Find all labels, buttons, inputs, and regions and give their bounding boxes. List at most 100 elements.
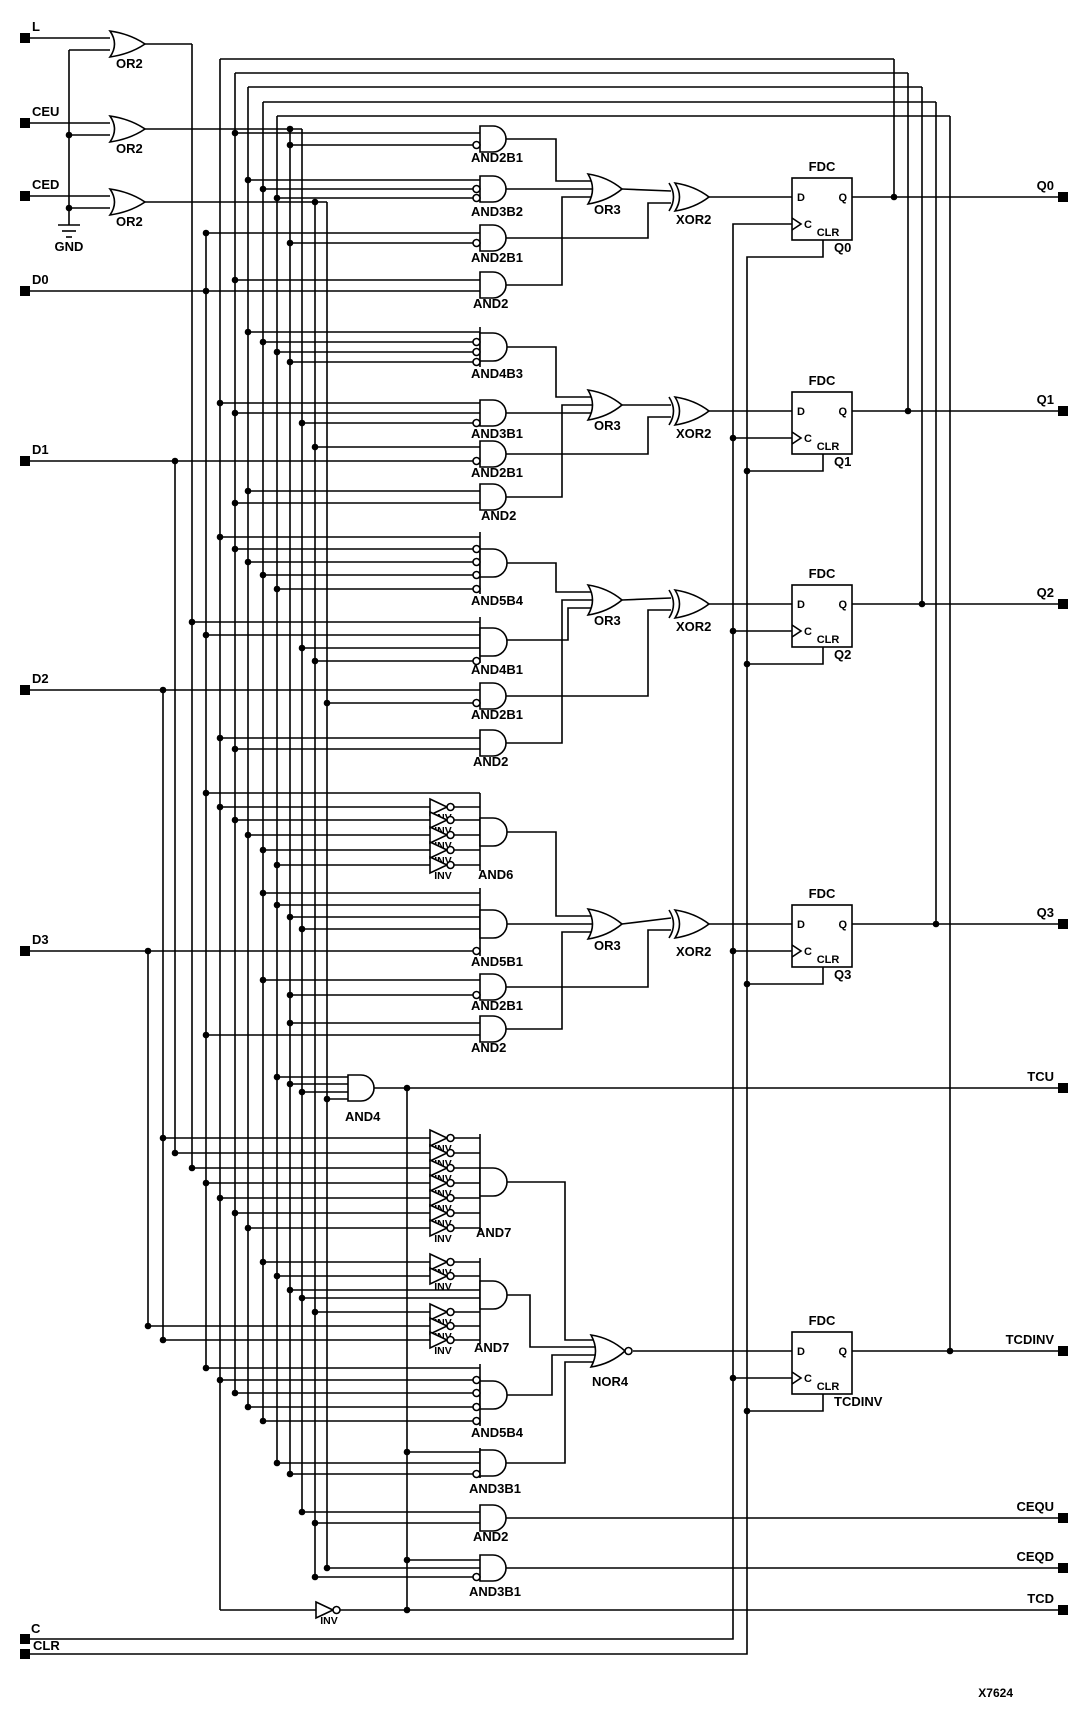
label: XOR2 [676, 619, 711, 634]
label: D [797, 406, 805, 418]
bubble [472, 1469, 481, 1479]
label: AND4 [345, 1109, 381, 1124]
junction-dot [216, 803, 224, 811]
bubble [446, 830, 455, 840]
label: AND2 [473, 754, 508, 769]
gate-and5b1: AND5B1 [259, 888, 523, 969]
label: AND3B1 [469, 1584, 521, 1599]
wire [747, 454, 824, 472]
label: OR3 [594, 418, 621, 433]
label: CLR [817, 227, 840, 239]
junction-dot [202, 1179, 210, 1187]
junction-dot [202, 1364, 210, 1372]
gate-and4: AND4 [273, 1073, 381, 1124]
output-pad-tcdinv: TCDINV [1006, 1332, 1068, 1356]
label: AND2 [481, 508, 516, 523]
junction-dots [65, 125, 954, 1614]
label: D [797, 192, 805, 204]
junction-dot [259, 846, 267, 854]
label: FDC [809, 373, 836, 388]
junction-dot [65, 204, 73, 212]
gate-xor2: XOR2 [668, 588, 711, 634]
junction-dot [231, 1209, 239, 1217]
junction-dot [231, 1389, 239, 1397]
label: INV [320, 1615, 338, 1627]
bubble [472, 337, 481, 347]
label: AND2B1 [471, 250, 523, 265]
label: D3 [32, 932, 49, 947]
wire [30, 240, 824, 1655]
label: AND2 [473, 1529, 508, 1544]
junction-dot [904, 407, 912, 415]
wire [506, 416, 671, 455]
label: CEU [32, 104, 59, 119]
junction-dot [286, 913, 294, 921]
label: AND5B4 [471, 1425, 524, 1440]
gate-and4b3: AND4B3 [244, 327, 523, 381]
wire [506, 599, 592, 744]
junction-dot [273, 348, 281, 356]
junction-dot [729, 1374, 737, 1382]
wire [506, 196, 592, 286]
label: CLR [817, 1381, 840, 1393]
label: OR3 [594, 202, 621, 217]
wire [506, 1181, 595, 1341]
junction-dot [259, 338, 267, 346]
junction-dot [403, 1448, 411, 1456]
wire [506, 607, 592, 641]
label: Q0 [1037, 178, 1054, 193]
label: Q [838, 406, 847, 418]
junction-dot [259, 976, 267, 984]
label: AND3B2 [471, 204, 523, 219]
junction-dot [273, 901, 281, 909]
label: AND5B4 [471, 593, 524, 608]
bubble [472, 570, 481, 580]
gate-xor2: XOR2 [668, 181, 711, 227]
junction-dot [144, 947, 152, 955]
gate-and3b1: AND3B1 [216, 399, 523, 441]
gate-and3b2: AND3B2 [244, 175, 523, 219]
wire [791, 1371, 803, 1385]
bubble [472, 184, 481, 194]
label: CLR [817, 954, 840, 966]
junction-dot [259, 571, 267, 579]
junction-dot [202, 631, 210, 639]
wire [506, 609, 671, 697]
gate-and7: AND7 [476, 1134, 511, 1240]
label: Q0 [834, 240, 851, 255]
junction-dot [231, 745, 239, 753]
junction-dot [286, 1470, 294, 1478]
junction-dot [298, 644, 306, 652]
wire [791, 624, 803, 638]
label: FDC [809, 886, 836, 901]
wire [506, 202, 671, 239]
label: FDC [809, 1313, 836, 1328]
label: D [797, 1346, 805, 1358]
wire [506, 346, 592, 398]
gate-inv: INV [159, 1330, 480, 1357]
label: INV [434, 1345, 452, 1357]
wire [747, 1394, 824, 1412]
junction-dot [259, 185, 267, 193]
junction-dot [216, 1376, 224, 1384]
bubble [472, 584, 481, 594]
junction-dot [298, 419, 306, 427]
wires [30, 37, 1058, 1655]
bubble [472, 946, 481, 956]
gate-or2: OR2 [108, 29, 147, 71]
output-pad-tcd: TCD [1027, 1591, 1068, 1615]
input-pad-d2: D2 [20, 671, 49, 695]
label: AND4B1 [471, 662, 523, 677]
wire [506, 138, 592, 182]
bubble [472, 1402, 481, 1412]
bubble [446, 802, 455, 812]
label: CLR [33, 1638, 60, 1653]
bubble [472, 1388, 481, 1398]
junction-dot [323, 1564, 331, 1572]
bubble [472, 990, 481, 1000]
junction-dot [231, 409, 239, 417]
gate-or3: OR3 [586, 583, 624, 628]
bubble [472, 238, 481, 248]
junction-dot [171, 1149, 179, 1157]
